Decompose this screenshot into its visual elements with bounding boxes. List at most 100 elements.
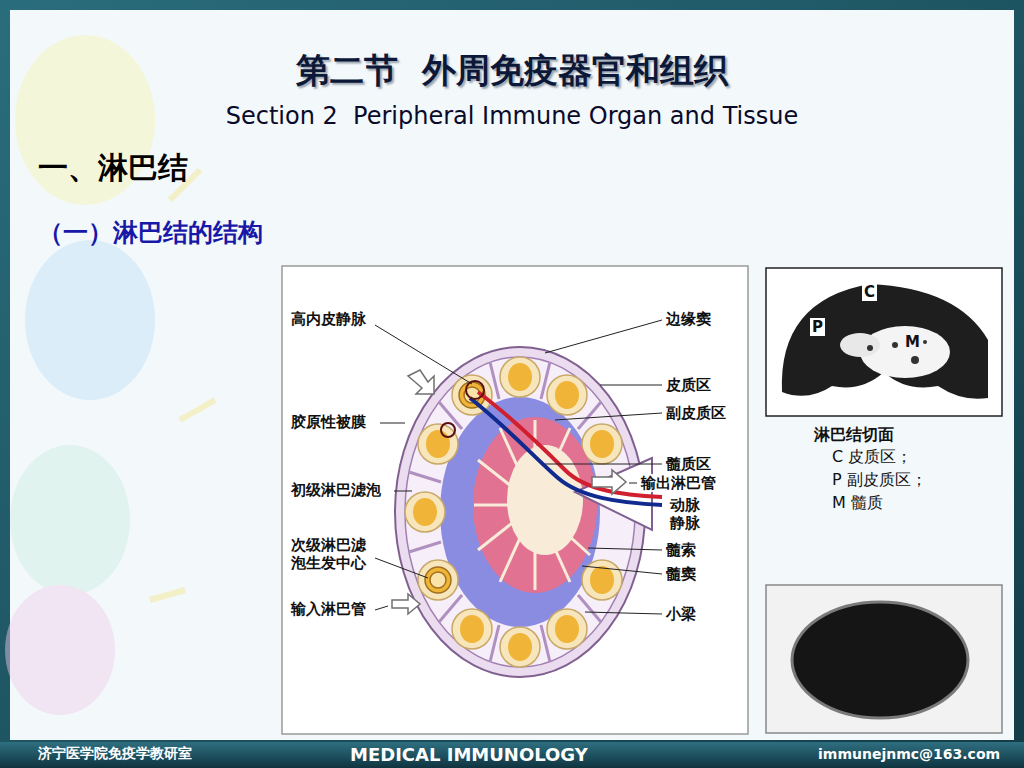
drawing-part [911, 356, 919, 364]
drawing-part [440, 397, 600, 627]
lymph-node-panel [282, 266, 748, 734]
micrograph-caption: C 皮质区； [832, 447, 912, 466]
drawing-part [408, 370, 434, 394]
slide-subtitle: Section 2 Peripheral Immune Organ and Ti… [0, 102, 1024, 131]
drawing-part [470, 398, 662, 505]
drawing-part [474, 420, 590, 590]
drawing-part [0, 742, 1024, 768]
drawing-part [585, 612, 662, 614]
drawing-part [5, 585, 115, 715]
drawing-part [555, 615, 579, 643]
drawing-part [10, 445, 130, 595]
drawing-part [582, 424, 622, 464]
drawing-part [409, 542, 441, 552]
drawing-part [430, 572, 446, 588]
part-label: 次级淋巴滤泡生发中心 [289, 536, 375, 572]
drawing-part [507, 445, 583, 555]
drawing-part [413, 363, 614, 661]
part-label: 静脉 [668, 514, 702, 532]
drawing-part [923, 340, 927, 344]
slide-title: 第二节 外周免疫器官和组织 [0, 50, 1024, 91]
part-label: 初级淋巴滤泡 [289, 481, 383, 499]
drawing-part [782, 284, 988, 399]
drawing-part [867, 345, 873, 351]
leader-lines [375, 320, 662, 614]
drawing-part [500, 627, 540, 667]
drawing-part [590, 430, 614, 458]
drawing-part [545, 464, 662, 465]
follicles [405, 357, 622, 667]
micrograph-caption: P 副皮质区； [832, 470, 927, 489]
part-label: 髓索 [664, 541, 698, 559]
drawing-part [478, 392, 662, 497]
drawing-part [405, 357, 635, 667]
part-label: 输入淋巴管 [289, 600, 368, 618]
drawing-part [590, 566, 614, 594]
drawing-part [409, 472, 441, 482]
drawing-part [380, 423, 405, 424]
drawing-part [500, 357, 540, 397]
blood-vessels [441, 381, 662, 505]
drawing-part [555, 413, 662, 420]
footer-text: immunejnmc@163.com [818, 746, 1000, 763]
part-label: 动脉 [668, 496, 702, 514]
drawing-part [555, 381, 579, 409]
drawing-part [460, 615, 484, 643]
micrograph-letter: P [810, 318, 825, 336]
drawing-part [375, 606, 388, 610]
drawing-part [792, 602, 968, 718]
drawing-part [441, 423, 455, 437]
micrograph-caption: 淋巴结切面 [814, 425, 894, 444]
drawing-part [629, 483, 637, 484]
drawing-part [545, 320, 662, 353]
drawing-part [392, 594, 420, 614]
part-label: 高内皮静脉 [289, 310, 368, 328]
micrograph-caption: M 髓质 [832, 493, 883, 512]
drawing-part [395, 347, 645, 677]
footer-text: MEDICAL IMMUNOLOGY [350, 744, 588, 766]
drawing-part [892, 342, 898, 348]
drawing-part [508, 363, 532, 391]
drawing-part [405, 357, 622, 667]
drawing-part [413, 498, 437, 526]
drawing-part [592, 470, 626, 494]
drawing-part [840, 333, 880, 357]
drawing-part [375, 558, 428, 578]
drawing-part [25, 240, 155, 400]
drawing-part [452, 609, 492, 649]
section-heading: （一）淋巴结的结构 [38, 218, 263, 248]
drawing-part [375, 325, 472, 384]
drawing-part [418, 560, 458, 600]
part-label: 皮质区 [664, 376, 713, 394]
drawing-part [405, 492, 445, 532]
drawing-part [766, 585, 1002, 733]
drawing-part [766, 268, 1002, 416]
part-label: 输出淋巴管 [639, 474, 718, 492]
drawing-part [394, 491, 412, 492]
drawing-part [282, 266, 748, 734]
micrograph-letter: M [903, 333, 922, 351]
part-label: 髓窦 [664, 565, 698, 583]
part-label: 胶原性被膜 [289, 413, 368, 431]
part-label: 边缘窦 [664, 310, 713, 328]
balloon-decoration [5, 35, 215, 715]
drawing-part [600, 385, 662, 386]
micrograph [766, 268, 1002, 733]
drawing-part [425, 567, 451, 593]
part-label: 小梁 [664, 605, 698, 623]
drawing-part [547, 609, 587, 649]
drawing-part [588, 548, 662, 550]
drawing-part [418, 424, 458, 464]
micrograph-letter: C [862, 283, 877, 301]
drawing-part [426, 430, 450, 458]
drawing-part [582, 560, 622, 600]
footer-text: 济宁医学院免疫学教研室 [38, 745, 192, 762]
drawing-part [466, 381, 484, 399]
part-label: 髓质区 [664, 455, 713, 473]
section-heading: 一、淋巴结 [38, 150, 188, 186]
drawing-part [582, 566, 662, 574]
drawing-part [547, 375, 587, 415]
